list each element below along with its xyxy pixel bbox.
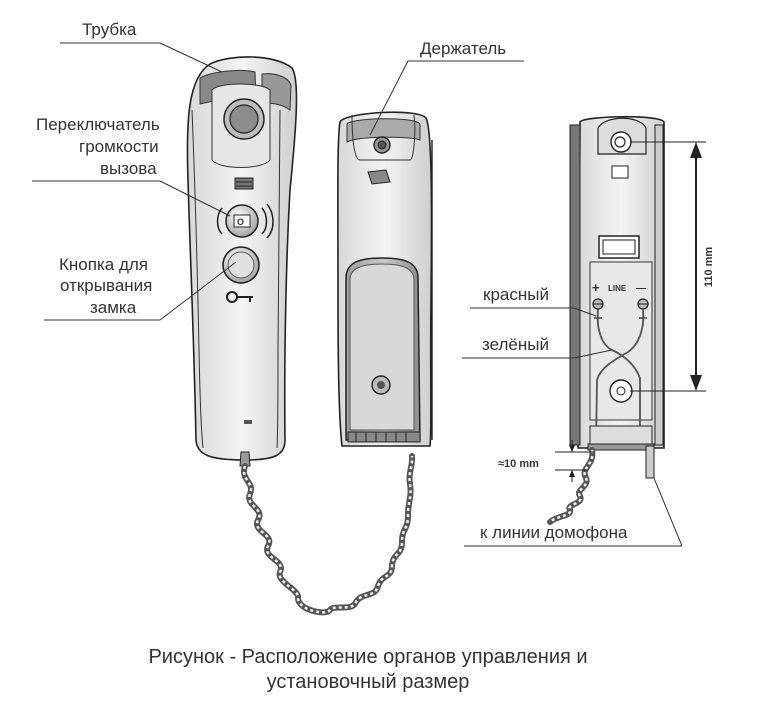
svg-text:О: О [237,217,244,227]
caption-line1: Рисунок - Расположение органов управлени… [148,646,587,668]
terminal-minus-mark: — [636,283,646,294]
holder-drawing [337,111,433,447]
label-green-wire: зелёный [482,335,549,354]
handset-indicator [234,177,254,190]
label-lock-button-line2: открывания [60,276,152,295]
gap-dimension: ≈10 mm [498,440,594,482]
label-red-wire: красный [483,285,549,304]
label-to-line: к линии домофона [480,523,628,542]
caption-line2: установочный размер [267,671,470,693]
height-dimension: 110 mm [630,141,715,392]
label-holder: Держатель [420,39,506,58]
label-lock-button-line3: замка [90,298,137,317]
gap-dimension-label: ≈10 mm [498,458,539,470]
terminal-line-mark: LINE [608,284,627,293]
terminal-plus-mark: + [592,280,600,295]
label-handset: Трубка [82,20,137,39]
height-dimension-label: 110 mm [703,247,715,288]
wire-green [595,308,645,447]
label-volume-switch-line2: громкости [79,137,159,156]
coiled-cord [240,453,416,616]
label-volume-switch-line3: вызова [100,159,157,178]
handset-cable-plug [239,451,251,467]
label-lock-button-line1: Кнопка для [59,255,148,274]
handset-drawing: О [186,56,416,616]
label-lock-button: Кнопка для открывания замка [59,255,152,317]
line-cable [645,445,655,479]
base-drawing: + LINE — [547,115,665,525]
label-volume-switch-line1: Переключатель [36,115,160,134]
base-connector-window [598,235,640,259]
base-coiled-cord [547,447,596,525]
label-volume-switch: Переключатель громкости вызова [36,115,160,178]
wire-red [596,308,641,446]
key-icon [226,291,253,303]
